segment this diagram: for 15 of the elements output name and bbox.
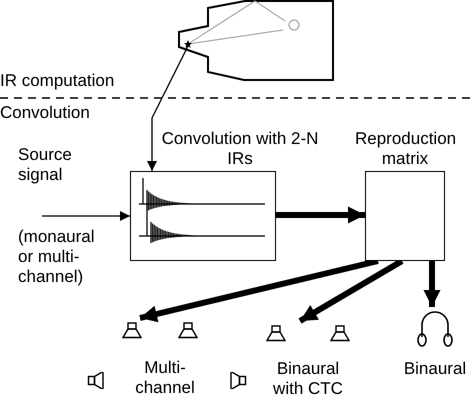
room-drawing [178,0,334,81]
arrow [424,261,440,307]
arrow [276,206,365,224]
section-label: IR computation [0,71,114,91]
input-note: (monaural or multi-channel) [18,227,96,287]
box-heading: Convolution with 2-N IRs [160,129,320,169]
box-heading: Reproduction matrix [355,129,455,169]
output-label: Binaural with CTC [272,359,344,399]
arrow [147,46,189,171]
input-label: Source signal [18,145,73,185]
arrow [139,258,379,322]
section-label: Convolution [0,103,90,123]
output-label: Binaural [402,359,468,379]
output-label: Multi-channel [134,358,196,398]
arrow [42,211,130,221]
